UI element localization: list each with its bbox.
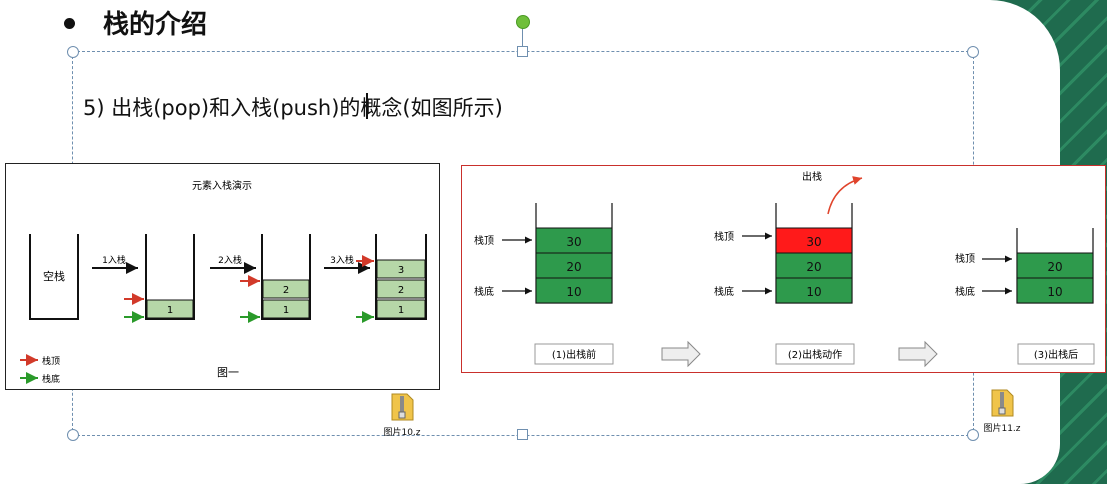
step3-label: (3)出栈后	[1034, 348, 1078, 361]
step2-box	[775, 343, 855, 365]
resize-handle-ne[interactable]	[967, 46, 979, 58]
pop-arrow	[827, 176, 863, 215]
before-item-20-label: 20	[566, 260, 581, 274]
resize-handle-se[interactable]	[967, 429, 979, 441]
zip-file-icon	[991, 389, 1014, 417]
step2-label: (2)出栈动作	[788, 348, 842, 361]
figure-stack-push-demo[interactable]: 元素入栈演示 空栈 1入栈 1 2入栈 1 2 3入栈 1 2 3	[5, 163, 440, 390]
push-label-1: 1入栈	[102, 254, 126, 266]
stack2-item-1-label: 1	[283, 305, 289, 316]
stack2-item-2-label: 2	[283, 285, 289, 296]
after-item-10-label: 10	[1047, 285, 1062, 299]
empty-stack-label: 空栈	[43, 269, 65, 283]
file-name: 图片11.z	[983, 424, 1021, 434]
step1-label: (1)出栈前	[552, 348, 596, 361]
text-line-5[interactable]: 5) 出栈(pop)和入栈(push)的概念(如图所示)	[83, 96, 503, 120]
next-arrow-2	[898, 340, 938, 368]
after-top-label: 栈顶	[955, 252, 975, 265]
figure1-title: 元素入栈演示	[192, 179, 252, 192]
stack-1	[145, 234, 195, 320]
popping-bottom-label: 栈底	[714, 285, 734, 298]
stack-3	[375, 234, 427, 320]
rotation-line	[522, 27, 523, 49]
text-caret	[366, 93, 368, 119]
rotate-handle[interactable]	[516, 15, 530, 29]
before-item-10	[535, 277, 613, 304]
bullet-dot	[64, 18, 75, 29]
after-item-10	[1016, 277, 1094, 304]
popping-item-10	[775, 277, 853, 304]
popping-item-10-label: 10	[806, 285, 821, 299]
popping-top-label: 栈顶	[714, 230, 734, 243]
stack-2	[261, 234, 311, 320]
step3-box	[1017, 343, 1095, 365]
stack2-item-1	[262, 299, 310, 319]
file-name: 图片10.z	[383, 428, 421, 438]
resize-handle-nw[interactable]	[67, 46, 79, 58]
push-label-2: 2入栈	[218, 254, 242, 266]
stack3-item-1	[376, 299, 426, 319]
before-top-label: 栈顶	[474, 234, 494, 247]
popping-item-20-label: 20	[806, 260, 821, 274]
before-bottom-label: 栈底	[474, 285, 494, 298]
after-item-20	[1016, 252, 1094, 279]
file-item-11[interactable]: 图片11.z	[972, 388, 1032, 434]
before-item-20	[535, 252, 613, 279]
stack3-item-3	[376, 259, 426, 279]
resize-handle-n[interactable]	[517, 46, 528, 57]
resize-handle-sw[interactable]	[67, 429, 79, 441]
figure1-caption: 图一	[217, 366, 239, 379]
before-item-30-label: 30	[566, 235, 581, 249]
after-item-20-label: 20	[1047, 260, 1062, 274]
popping-item-30-label: 30	[806, 235, 821, 249]
push-label-3: 3入栈	[330, 254, 354, 266]
legend-top-label: 栈顶	[42, 355, 60, 367]
file-item-10[interactable]: 图片10.z	[372, 392, 432, 438]
next-arrow-1	[661, 340, 701, 368]
empty-stack	[29, 234, 79, 320]
stack3-item-1-label: 1	[398, 305, 404, 316]
figure-stack-pop-demo[interactable]: 30 20 10 栈顶 栈底 (1)出栈前 30 20 10 栈顶 栈底 出栈 …	[461, 165, 1106, 373]
stack3-item-2-label: 2	[398, 285, 404, 296]
popping-item-20	[775, 252, 853, 279]
stack3-item-2	[376, 279, 426, 299]
pop-label: 出栈	[802, 170, 822, 183]
stack3-item-3-label: 3	[398, 265, 404, 276]
resize-handle-s[interactable]	[517, 429, 528, 440]
stack1-item-1	[146, 299, 194, 319]
before-item-10-label: 10	[566, 285, 581, 299]
stack1-item-1-label: 1	[167, 305, 173, 316]
slide-title: 栈的介绍	[103, 10, 208, 40]
step1-box	[534, 343, 614, 365]
stack2-item-2	[262, 279, 310, 299]
zip-file-icon	[391, 393, 414, 421]
after-bottom-label: 栈底	[955, 285, 975, 298]
legend-bottom-label: 栈底	[42, 373, 60, 385]
